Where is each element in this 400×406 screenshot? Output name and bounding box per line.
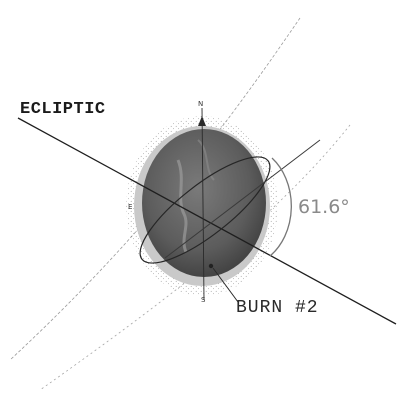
angle-label: 61.6° [298,196,350,218]
ecliptic-line [17,117,397,325]
angle-arc [269,157,292,257]
globe-surface-detail-2 [197,139,215,181]
orbit-ellipse [139,156,271,264]
trajectory-arc-outer [9,17,301,361]
south-label: S [201,296,206,304]
east-label: E [128,203,133,211]
polar-axis [201,107,205,301]
burn-label: BURN #2 [236,298,319,318]
ecliptic-label: ECLIPTIC [20,100,106,119]
trajectory-arc-inner [39,124,351,391]
globe [142,129,266,277]
burn-point-marker [208,263,214,269]
burn-leader-line [212,267,239,303]
globe-surface-detail [176,159,188,253]
north-label: N [198,100,204,108]
north-arrow-icon [198,116,206,126]
burn-trajectory [164,139,321,259]
